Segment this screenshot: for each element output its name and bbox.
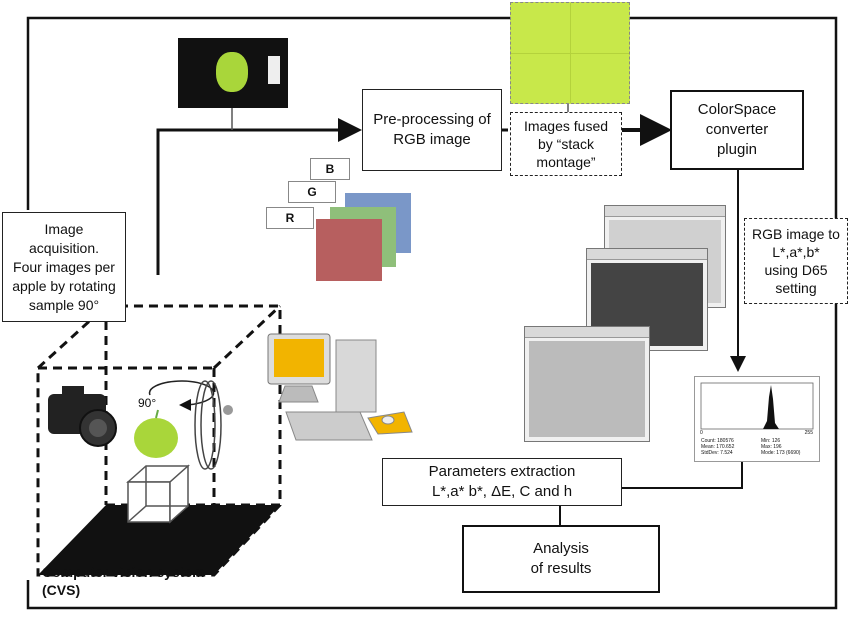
parameters-box: Parameters extraction L*,a* b*, ΔE, C an…	[382, 458, 622, 506]
histogram-stats-left: Count: 180576 Mean: 170.652 StdDev: 7.52…	[701, 438, 735, 456]
cvs-base	[38, 505, 280, 575]
histogram-to-parameters	[622, 460, 743, 489]
rgb-to-lab-box: RGB image to L*,a*,b* using D65 setting	[744, 218, 848, 304]
camera-icon	[48, 386, 117, 447]
cvs-label: Computer vision system (CVS)	[42, 564, 205, 598]
analysis-label: Analysis of results	[530, 540, 592, 577]
montage-window-3	[524, 326, 650, 442]
outer-frame	[26, 16, 838, 610]
rgb-to-lab-label: RGB image to L*,a*,b* using D65 setting	[752, 226, 840, 296]
lamp	[223, 405, 233, 415]
computer-icon	[267, 333, 413, 441]
ring-light	[194, 380, 222, 470]
channel-label-r: R	[266, 207, 314, 229]
preprocessing-box: Pre-processing of RGB image	[362, 89, 502, 171]
sample-stand	[126, 464, 190, 524]
apple-icon	[134, 409, 178, 458]
parameters-label: Parameters extraction L*,a* b*, ΔE, C an…	[428, 463, 576, 500]
apple-photo	[178, 38, 288, 108]
preprocessing-label: Pre-processing of RGB image	[373, 111, 491, 148]
colorspace-label: ColorSpace converter plugin	[697, 101, 777, 158]
acquisition-box: Image acquisition. Four images per apple…	[2, 212, 126, 322]
rotation-angle-label: 90°	[138, 396, 157, 410]
histogram-axis-min: 0	[700, 430, 703, 436]
channel-label-g: G	[288, 181, 336, 203]
analysis-box: Analysis of results	[462, 525, 660, 593]
acquisition-label: Image acquisition. Four images per apple…	[12, 220, 116, 313]
channel-red-plane	[316, 219, 382, 281]
histogram-axis-max: 255	[804, 430, 813, 436]
fused-image	[510, 2, 630, 104]
channel-label-b: B	[310, 158, 350, 180]
colorspace-box: ColorSpace converter plugin	[670, 90, 804, 170]
histogram-stats-right: Min: 126 Max: 196 Mode: 173 (6690)	[761, 438, 801, 456]
histogram-panel: 0 255 Count: 180576 Mean: 170.652 StdDev…	[694, 376, 820, 462]
fused-label: Images fused by “stack montage”	[523, 118, 609, 170]
fused-box: Images fused by “stack montage”	[510, 112, 622, 176]
arrow-to-preprocessing	[156, 118, 362, 275]
